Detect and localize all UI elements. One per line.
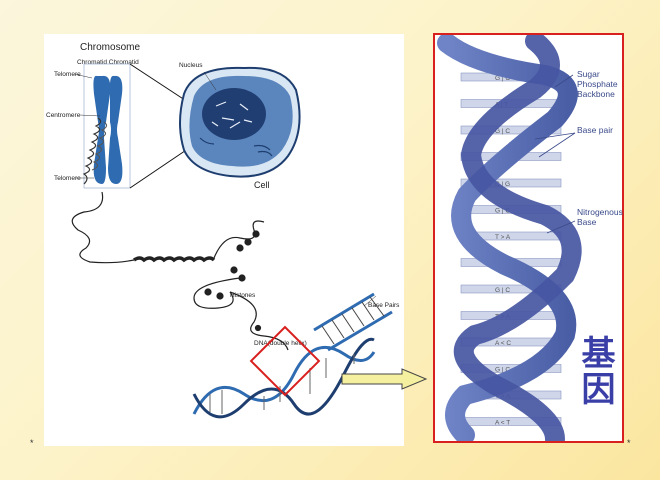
dna-helix <box>192 292 393 419</box>
genetics-illustration <box>71 63 393 419</box>
footer-left-star: * <box>30 438 34 448</box>
helix-rung <box>460 125 562 135</box>
double-helix-detail: G | CA | TG | CA < TC | GG | CT > AA < T… <box>437 35 582 441</box>
rung-label: T > A <box>495 234 511 241</box>
rung-label: G | C <box>495 128 510 135</box>
rung-label: C | G <box>495 181 510 188</box>
histones-label: Histones <box>230 292 256 299</box>
cell-label: Cell <box>254 180 270 190</box>
nucleus-label: Nucleus <box>179 62 203 69</box>
rung-label: A < C <box>495 340 511 347</box>
rung-label: A < T <box>495 420 510 427</box>
rung-label: G | C <box>495 208 510 215</box>
chromosome-shape <box>73 63 131 189</box>
chromatid-label: Chromatid Chromatid <box>77 59 139 66</box>
telomere-top-label: Telomere <box>54 71 81 78</box>
telomere-bottom-label: Telomere <box>54 175 81 182</box>
rung-label: G | C <box>495 75 510 82</box>
left-figure-panel: Chromosome Chromatid Chromatid Telomere … <box>44 34 404 446</box>
chromosome-title: Chromosome <box>80 42 141 53</box>
arrow-right-icon <box>341 368 428 390</box>
rung-label: G | C <box>495 287 510 294</box>
gene-chinese-label: 基因 <box>575 335 615 407</box>
centromere-label: Centromere <box>46 112 81 119</box>
base-pair-label: Base pair <box>577 125 613 135</box>
sugar-phosphate-label: Sugar Phosphate Backbone <box>577 69 618 99</box>
rung-label: G | C <box>495 367 510 374</box>
chromatin-fiber <box>71 191 289 351</box>
helix-rung <box>460 178 562 188</box>
footer-right-star: * <box>627 438 631 448</box>
base-pairs-label: Base Pairs <box>368 302 400 309</box>
dna-helix-label: DNA(double helix) <box>254 340 307 347</box>
nitrogenous-base-label: Nitrogenous Base <box>577 207 623 227</box>
cell-shape <box>179 66 301 178</box>
